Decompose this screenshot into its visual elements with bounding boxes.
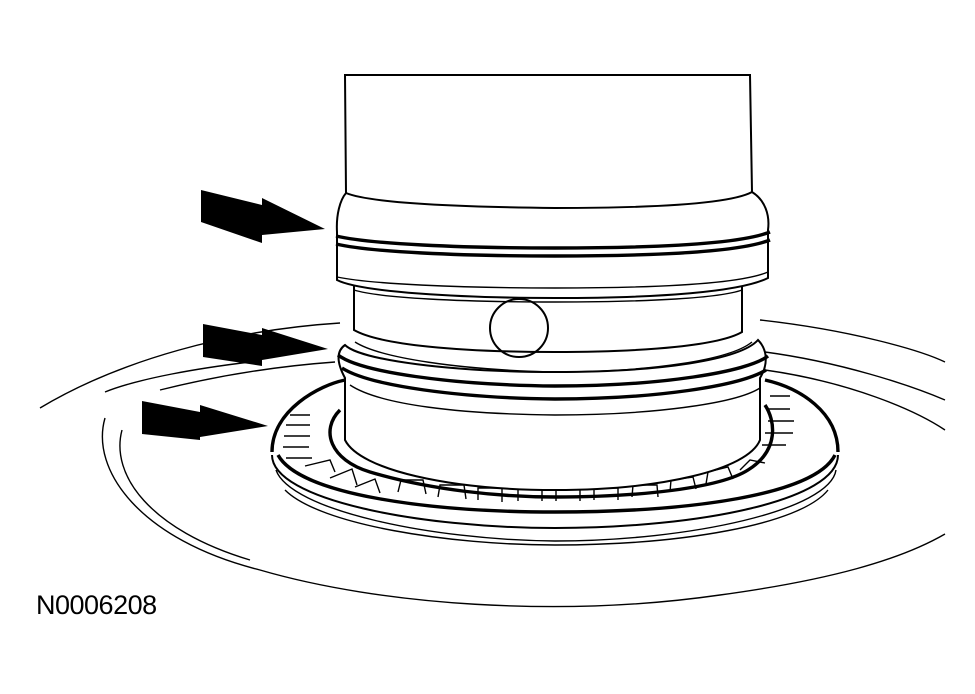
inspection-hole [489, 298, 549, 358]
figure-number: N0006208 [36, 590, 157, 620]
arrow-upper-groove-icon [201, 190, 325, 243]
arrow-tone-ring-icon [142, 401, 268, 440]
base-flange [271, 454, 839, 546]
lower-collar [336, 338, 770, 492]
outer-disc [39, 319, 946, 608]
arrow-middle-groove-icon [203, 324, 328, 366]
tone-ring [270, 378, 840, 514]
upper-collar [335, 74, 771, 300]
neck [353, 284, 743, 354]
